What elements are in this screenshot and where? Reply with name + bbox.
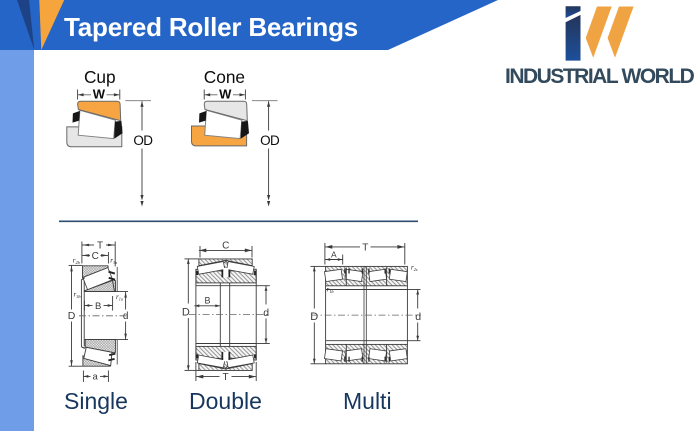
svg-text:D: D: [310, 311, 318, 323]
svg-text:Cup: Cup: [84, 67, 116, 87]
svg-text:W: W: [93, 87, 106, 102]
svg-text:d: d: [415, 311, 421, 323]
svg-text:A: A: [331, 249, 337, 259]
svg-text:r3a: r3a: [110, 256, 117, 265]
svg-text:Cone: Cone: [204, 67, 245, 87]
svg-text:a: a: [93, 372, 99, 383]
svg-text:r1b: r1b: [327, 285, 335, 294]
svg-text:C: C: [92, 251, 99, 262]
svg-text:r1a: r1a: [116, 293, 123, 302]
svg-text:d: d: [123, 311, 129, 322]
svg-text:r2s: r2s: [411, 263, 418, 272]
svg-text:B: B: [204, 296, 210, 306]
svg-text:D: D: [182, 307, 190, 319]
svg-text:T: T: [97, 240, 103, 251]
svg-text:d: d: [263, 307, 269, 319]
svg-text:OD: OD: [133, 133, 153, 148]
svg-text:r3b: r3b: [74, 290, 82, 299]
svg-text:OD: OD: [260, 133, 280, 148]
svg-text:C: C: [222, 240, 229, 251]
svg-text:D: D: [68, 310, 76, 322]
svg-text:r2b: r2b: [73, 256, 81, 265]
svg-text:T: T: [223, 372, 229, 383]
svg-text:T: T: [362, 242, 368, 253]
svg-text:B: B: [95, 301, 101, 312]
svg-text:W: W: [219, 87, 232, 102]
